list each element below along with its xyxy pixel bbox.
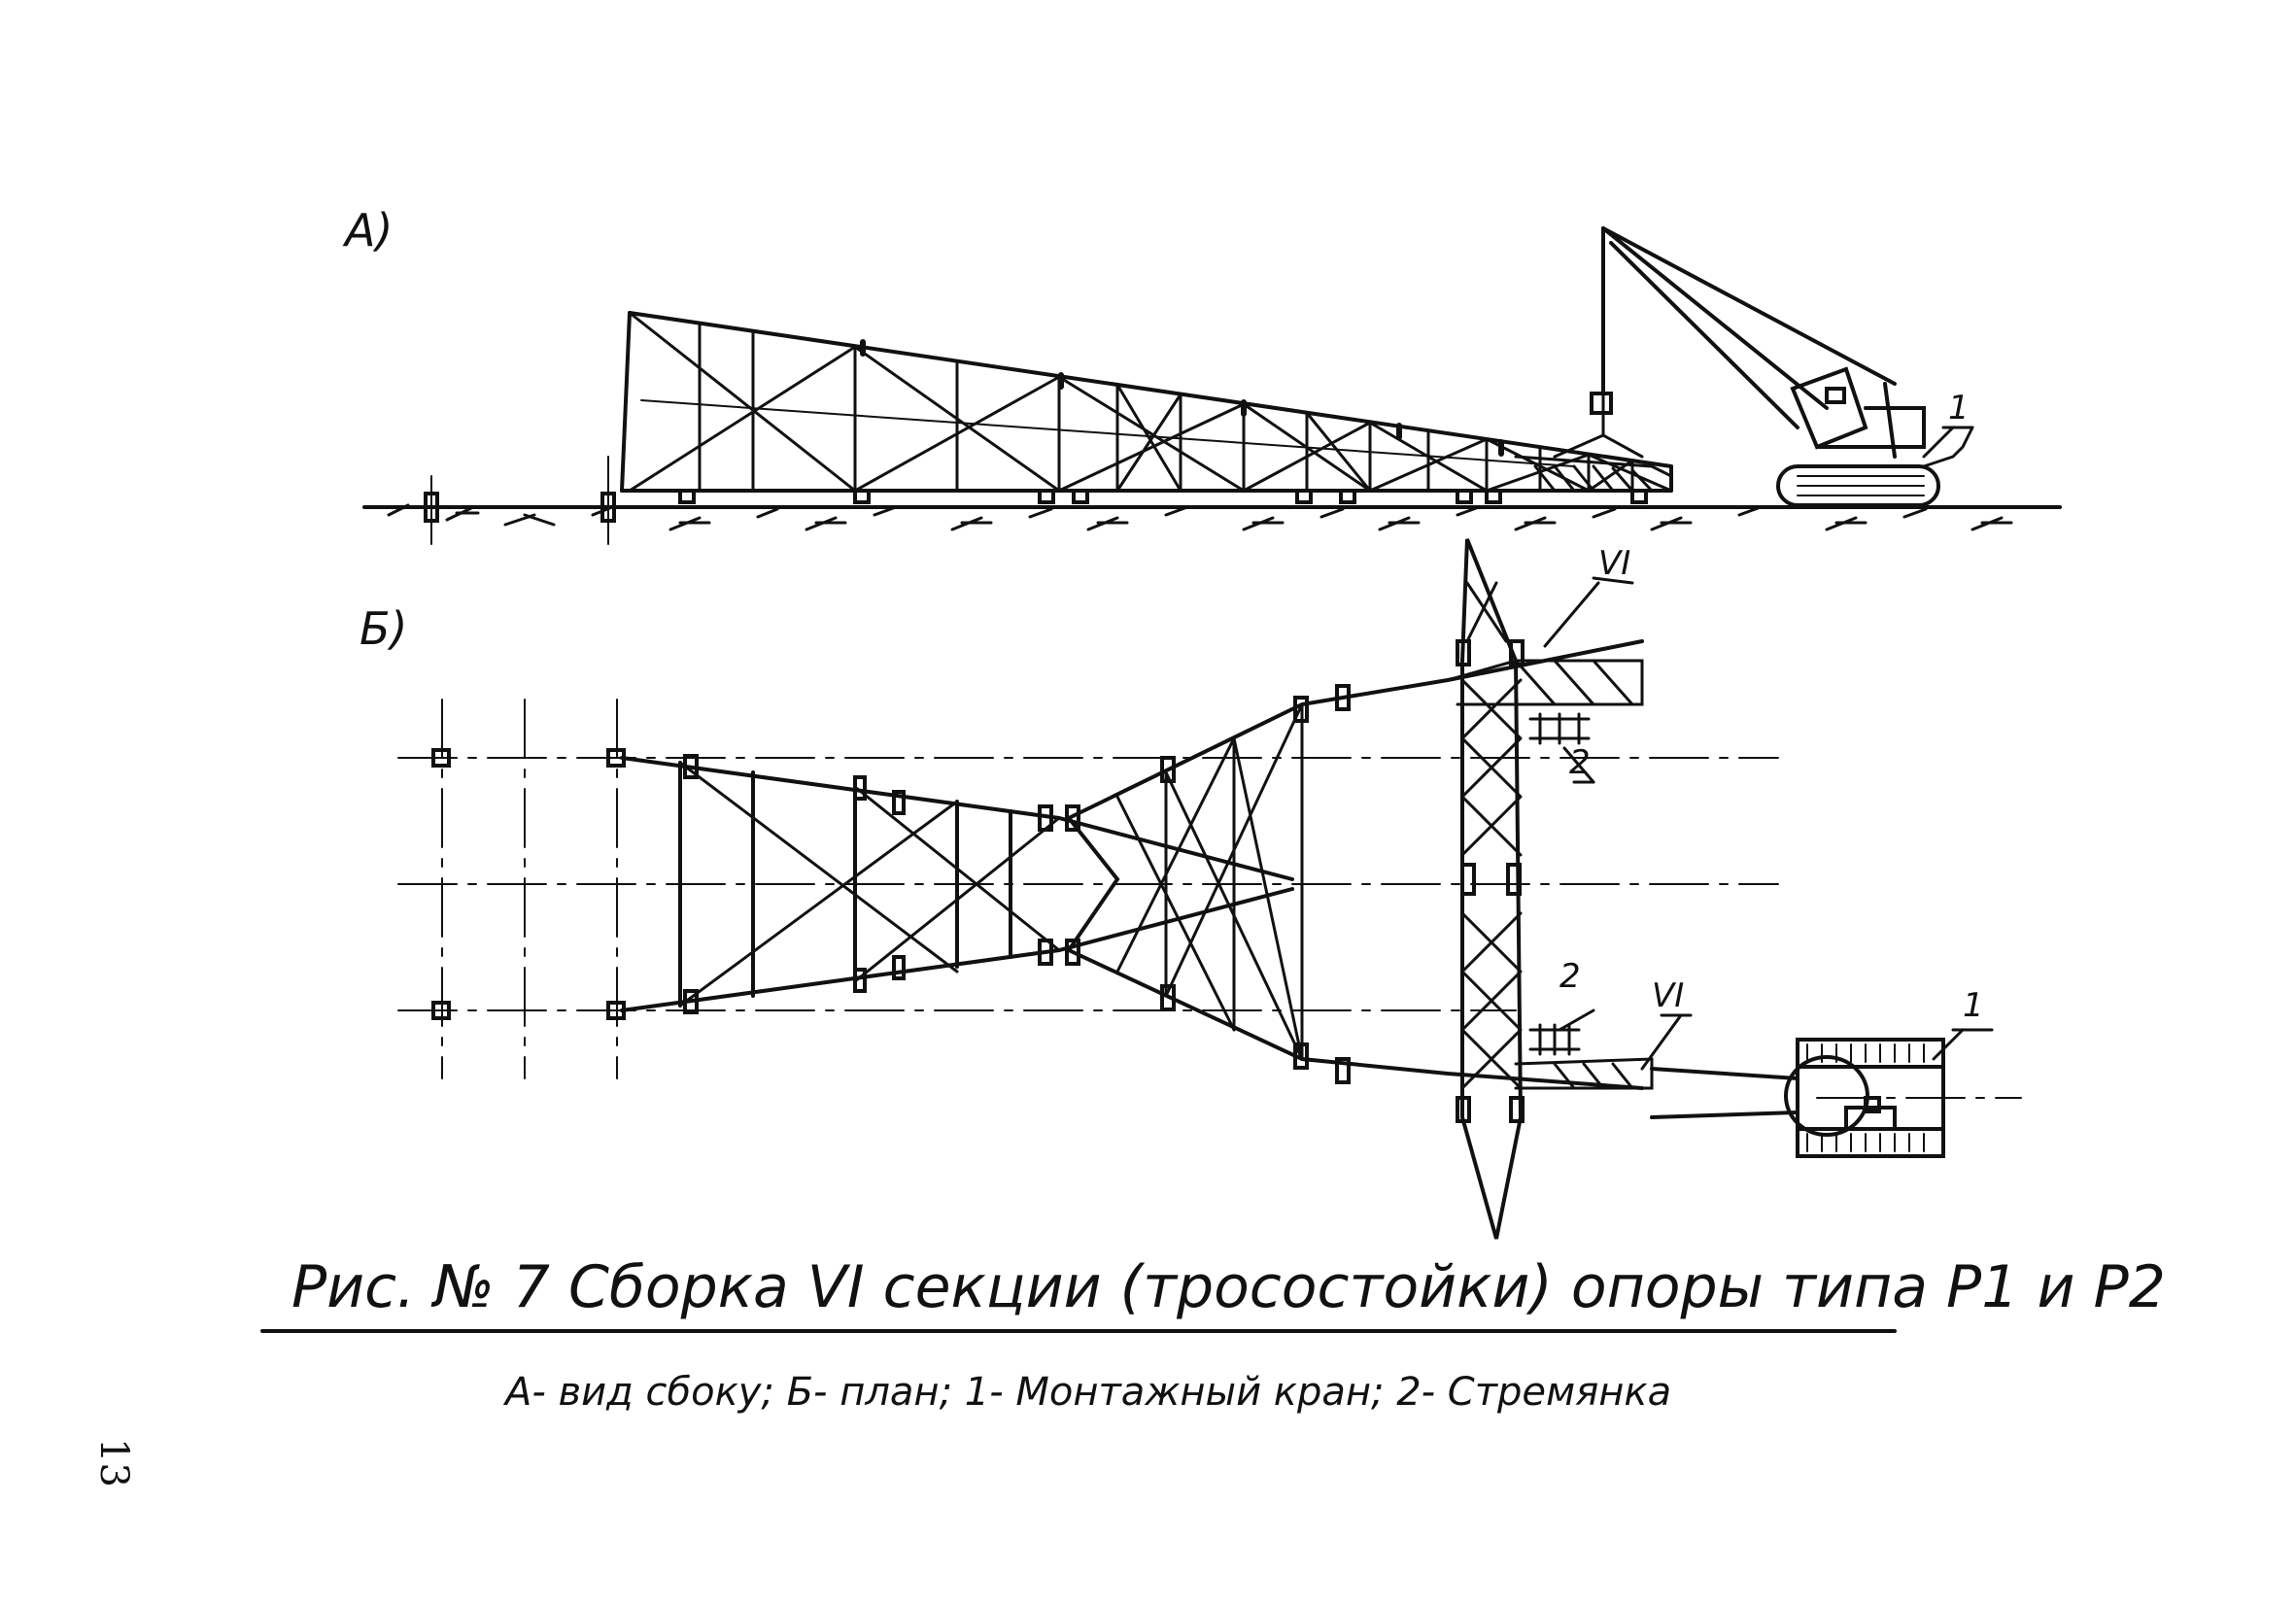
view-b-label: Б) bbox=[360, 602, 408, 655]
side-view bbox=[362, 226, 2062, 545]
crane-ref-side: 1 bbox=[1948, 389, 1970, 427]
figure-caption-subtitle: А- вид сбоку; Б- план; 1- Монтажный кран… bbox=[505, 1370, 1672, 1415]
plan-view bbox=[397, 426, 2022, 1240]
plan-truss-left bbox=[620, 754, 1294, 1014]
ladder-ref-top: 2 bbox=[1569, 743, 1591, 782]
view-a-label: А) bbox=[345, 204, 394, 256]
crane-side bbox=[1590, 226, 1974, 507]
page-number: 13 bbox=[91, 1438, 136, 1487]
ladder-bottom bbox=[1528, 1023, 1581, 1056]
ladder-ref-bottom: 2 bbox=[1559, 957, 1581, 996]
side-truss bbox=[620, 311, 1673, 504]
section-ref-plan: VI bbox=[1652, 976, 1685, 1015]
crane-plan bbox=[1650, 1038, 1945, 1158]
crane-ref-plan: 1 bbox=[1963, 986, 1984, 1025]
figure-caption-title: Рис. № 7 Сборка VI секции (тросостойки) … bbox=[291, 1253, 2166, 1321]
ground-hatching bbox=[387, 503, 2013, 531]
tower-mast bbox=[1456, 538, 1525, 1240]
plan-truss-right bbox=[1067, 639, 1654, 1090]
section-ref-side: VI bbox=[1598, 544, 1631, 583]
ladder-top bbox=[1528, 712, 1591, 745]
lifted-section bbox=[1553, 392, 1644, 459]
